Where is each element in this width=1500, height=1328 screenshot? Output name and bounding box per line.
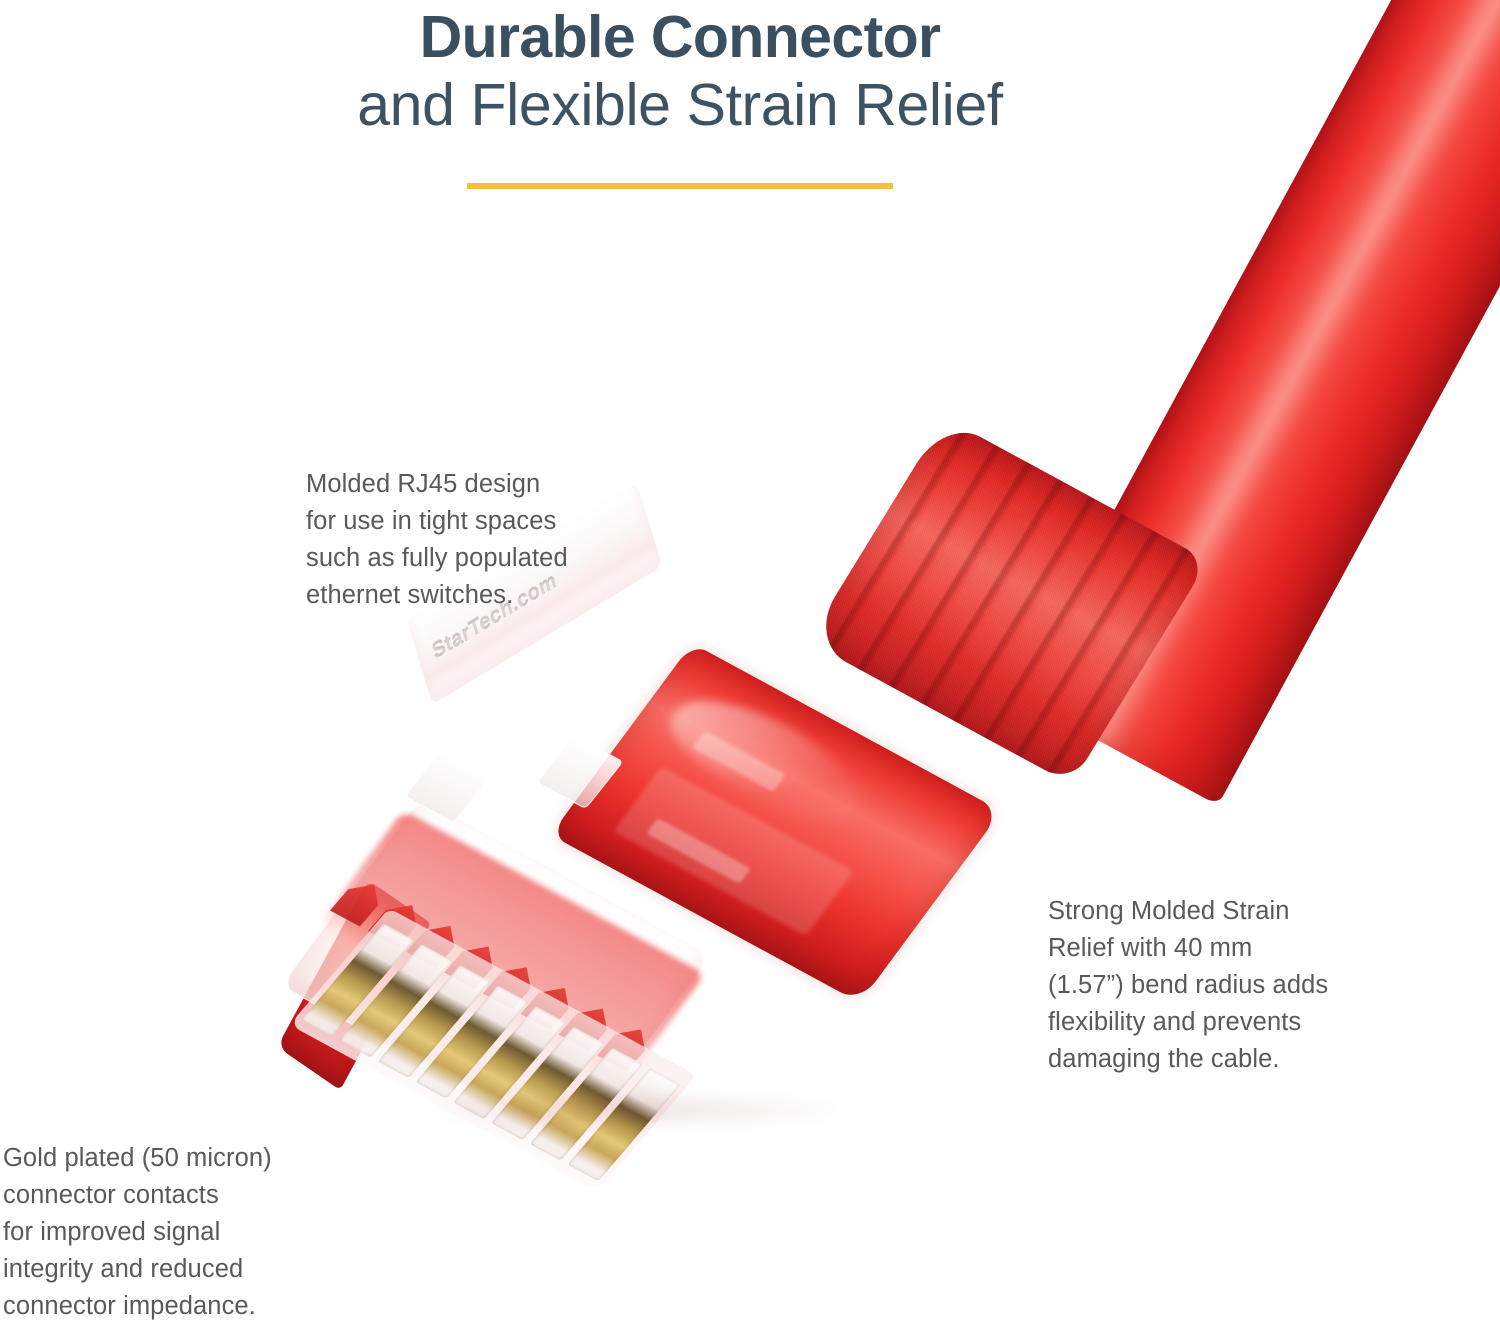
connector-clear-shell — [280, 797, 712, 1145]
gold-contact-pin — [453, 1006, 567, 1120]
page-title-line-1: Durable Connector — [419, 4, 941, 70]
strain-relief-boot — [807, 417, 1209, 785]
contact-separator — [482, 959, 541, 1010]
contact-separator — [597, 1021, 656, 1072]
boot-ribs — [807, 417, 1209, 785]
connector-housing — [550, 643, 1002, 1003]
contact-separator — [444, 938, 503, 989]
gold-contact-pin — [301, 923, 415, 1037]
latch-foot-left — [404, 748, 492, 824]
heading-block: Durable Connector and Flexible Strain Re… — [0, 0, 1360, 140]
gold-contact-pin — [415, 985, 529, 1099]
shell-inner-red — [317, 810, 705, 1091]
gold-contact-pin — [567, 1067, 681, 1182]
title-accent-rule — [467, 183, 893, 189]
gold-contact-pin — [377, 964, 491, 1078]
housing-panel — [613, 766, 854, 936]
gold-contact-pin — [339, 944, 453, 1058]
page-title-line-2: and Flexible Strain Relief — [357, 72, 1003, 138]
callout-strain-relief: Strong Molded Strain Relief with 40 mm (… — [1048, 897, 1329, 1073]
contact-separators — [325, 873, 662, 1074]
boot-texture — [807, 417, 1209, 785]
housing-slot-lower — [646, 818, 752, 884]
housing-slot-upper — [692, 730, 786, 792]
contact-separator — [559, 1000, 618, 1051]
gold-contact-pin — [491, 1026, 605, 1140]
gold-contact-pin — [529, 1047, 643, 1161]
contact-block — [289, 908, 697, 1192]
contact-separator — [406, 918, 465, 969]
contact-separator — [330, 876, 389, 927]
contact-separator — [368, 897, 427, 948]
contact-separator — [520, 980, 579, 1031]
callout-gold-plated-contacts: Gold plated (50 micron) connector contac… — [3, 1144, 272, 1320]
gold-contact-row — [301, 923, 681, 1182]
contact-shadow — [420, 1090, 850, 1130]
latch-foot-right — [536, 734, 624, 810]
callout-molded-rj45: Molded RJ45 design for use in tight spac… — [306, 470, 568, 609]
housing-gloss — [654, 679, 880, 839]
connector-side-face — [277, 879, 431, 1091]
